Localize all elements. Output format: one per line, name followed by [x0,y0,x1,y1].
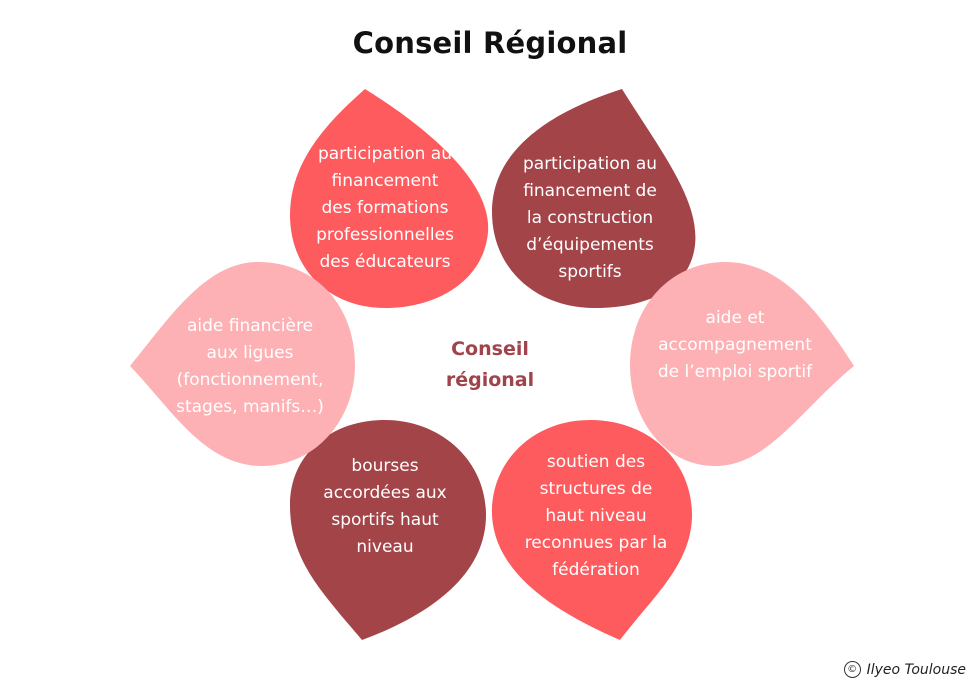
page-title: Conseil Régional [352,26,628,60]
petal-label-top-right: participation au financement de la const… [522,153,658,282]
petal-top-left [290,89,489,308]
petal-top-right [492,89,696,308]
center-label: Conseil régional [445,338,535,391]
petal-label-top-left: participation au financement des formati… [316,143,454,272]
petal-left [130,262,355,466]
petal-label-bottom-right: soutien des structures de haut niveau re… [524,451,668,580]
credit: © Ilyeo Toulouse [843,661,966,678]
petal-right [630,262,854,466]
petal-bottom-right [491,420,692,640]
copyright-icon: © [843,661,861,678]
petal-label-right: aide et accompagnement de l’emploi sport… [657,307,813,382]
petal-label-left: aide financière aux ligues (fonctionneme… [176,316,324,417]
petal-label-bottom-left: bourses accordées aux sportifs haut nive… [323,456,447,557]
petal-bottom-left [290,420,486,640]
credit-text: Ilyeo Toulouse [866,661,966,678]
